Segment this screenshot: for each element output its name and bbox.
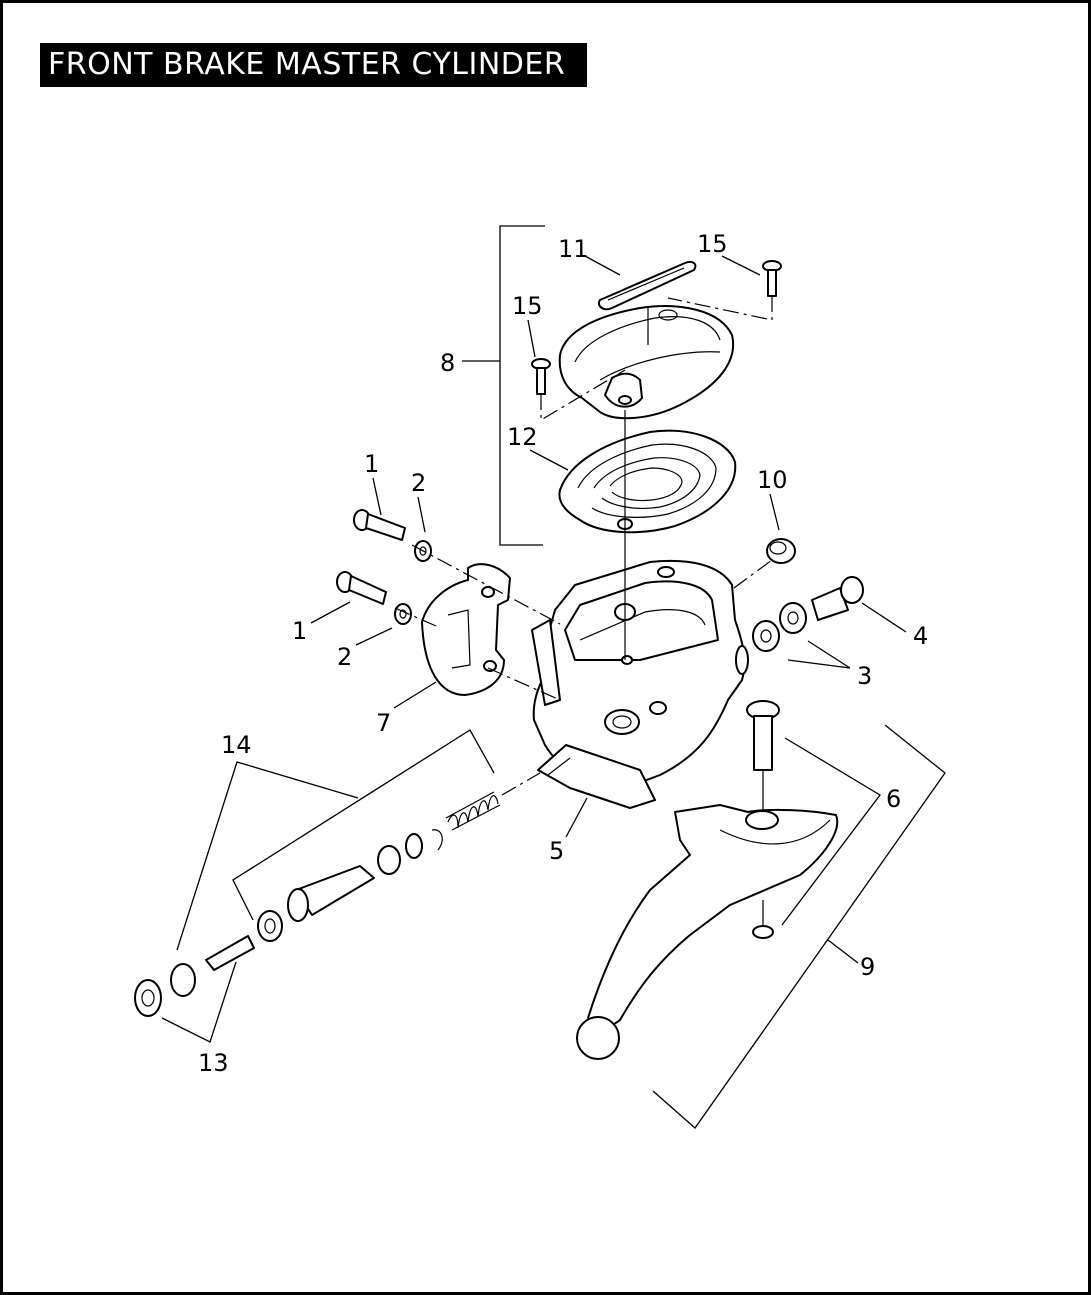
o-ring: [405, 829, 443, 859]
boot: [134, 963, 196, 1017]
bracket-13: [161, 961, 237, 1043]
callout-7: 7: [376, 709, 391, 737]
callout-9: 9: [860, 953, 875, 981]
lever-pivot-pin: [746, 700, 780, 771]
page-title: FRONT BRAKE MASTER CYLINDER: [40, 43, 587, 87]
callout-4: 4: [913, 622, 928, 650]
sight-glass: [598, 260, 697, 311]
callout-14: 14: [221, 731, 252, 759]
reservoir-cover: [558, 305, 735, 420]
brake-lever: [576, 804, 839, 1060]
callout-12: 12: [507, 423, 538, 451]
callout-1: 1: [292, 617, 307, 645]
callout-11: 11: [558, 235, 589, 263]
spring: [445, 791, 501, 831]
callout-3: 3: [857, 662, 872, 690]
callout-10: 10: [757, 466, 788, 494]
retaining-ring: [752, 925, 774, 939]
alignment-lines: [394, 296, 773, 925]
callout-5: 5: [549, 837, 564, 865]
pushrod: [205, 935, 255, 971]
clamp: [421, 563, 511, 696]
callout-2: 2: [337, 643, 352, 671]
reservoir-gasket: [558, 429, 737, 534]
piston: [257, 845, 401, 942]
banjo-washers: [752, 602, 807, 652]
callout-13: 13: [198, 1049, 229, 1077]
master-cylinder-body: [531, 559, 749, 809]
callout-6: 6: [886, 785, 901, 813]
plug: [766, 538, 796, 564]
callout-15: 15: [697, 230, 728, 258]
callout-labels: 1 1 2 2 3 4 5 6 7 8 9 10 11 12 13 14 15 …: [198, 230, 928, 1077]
bracket-8: [462, 225, 545, 546]
washer: [394, 540, 432, 625]
clamp-screw: [336, 509, 406, 605]
callout-2: 2: [411, 469, 426, 497]
bracket-14: [176, 729, 495, 951]
callout-1: 1: [364, 450, 379, 478]
banjo-bolt: [811, 576, 864, 621]
callout-8: 8: [440, 349, 455, 377]
bracket-9: [652, 724, 946, 1129]
leader-lines: [310, 255, 907, 926]
callout-15: 15: [512, 292, 543, 320]
